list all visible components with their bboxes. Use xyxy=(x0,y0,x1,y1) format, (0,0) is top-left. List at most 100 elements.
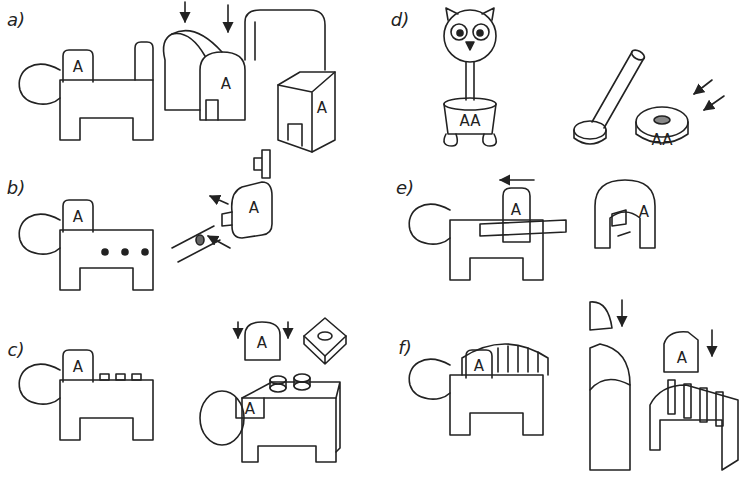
panel-label: d) xyxy=(391,11,409,29)
panel-b-art-stroke xyxy=(208,236,230,248)
panel-a-art-stroke xyxy=(135,42,153,80)
panel-a-art-stroke xyxy=(278,72,335,152)
panel-a-art-stroke xyxy=(19,64,153,140)
panel-label: e) xyxy=(396,179,414,197)
panel-d-art-stroke xyxy=(574,130,606,144)
block-letter: A xyxy=(511,203,521,218)
panel-c-art-stroke xyxy=(19,364,153,440)
panel-f-art-stroke xyxy=(684,384,691,418)
panel-a-art xyxy=(19,2,335,152)
panel-c-art xyxy=(19,318,346,462)
panel-b-art-stroke xyxy=(102,249,108,255)
block-letter: AA xyxy=(460,114,481,129)
panel-e-art-stroke xyxy=(612,210,630,236)
panel-b-art-stroke xyxy=(254,150,270,178)
block-letter: A xyxy=(73,60,83,75)
panel-label: c) xyxy=(8,341,25,359)
panel-d-art-stroke xyxy=(694,80,712,94)
panel-a-art-stroke xyxy=(278,72,335,152)
panel-b-art-stroke xyxy=(222,212,232,226)
panel-f-art-stroke xyxy=(668,380,675,414)
panel-b-art-stroke xyxy=(122,249,128,255)
block-letter: A xyxy=(639,205,649,220)
panel-d-art-stroke xyxy=(451,24,467,40)
panel-f-art-stroke xyxy=(700,388,707,422)
block-letter: A xyxy=(221,77,231,92)
panel-b-art-stroke xyxy=(172,226,220,262)
panel-f-art-stroke xyxy=(664,332,698,372)
panel-e-art xyxy=(409,180,655,280)
panel-d-art-stroke xyxy=(704,96,724,110)
panel-label: a) xyxy=(7,11,25,29)
panel-label: f) xyxy=(398,339,411,357)
panel-a-art-stroke xyxy=(206,100,218,120)
panel-d-art-stroke xyxy=(444,134,496,146)
panel-d-art xyxy=(444,8,724,146)
panel-a-art-stroke xyxy=(245,10,325,70)
panel-c-art-stroke xyxy=(63,350,93,382)
panel-d-art-stroke xyxy=(457,30,463,36)
panel-c-art-stroke xyxy=(270,376,286,384)
panel-c-art-stroke xyxy=(245,322,280,360)
panel-c-art-stroke xyxy=(294,374,310,382)
panel-a-art-stroke xyxy=(227,5,229,32)
panel-a-art-stroke xyxy=(288,124,302,146)
panel-f-art-stroke xyxy=(590,380,630,390)
panel-label: b) xyxy=(7,179,25,197)
panel-a-art-stroke xyxy=(254,22,256,60)
panel-c-art-stroke xyxy=(236,398,264,418)
block-letter: A xyxy=(73,210,83,225)
panel-c-art-stroke xyxy=(242,382,340,452)
panel-c-art-stroke xyxy=(116,374,125,380)
panel-c-art-stroke xyxy=(132,374,141,380)
block-letter: AA xyxy=(652,133,673,148)
panel-f-art-stroke xyxy=(409,359,543,435)
panel-e-art-stroke xyxy=(503,188,530,242)
panel-d-art-stroke xyxy=(592,52,644,128)
panel-e-art-stroke xyxy=(595,180,655,248)
panel-d-art-stroke xyxy=(477,30,483,36)
panel-a-art-stroke xyxy=(172,31,222,52)
panel-c-art-stroke xyxy=(242,398,336,462)
panel-b-art-stroke xyxy=(232,182,272,238)
panel-d-art-stroke xyxy=(630,48,646,62)
panel-d-art-stroke xyxy=(444,104,496,134)
panel-f-art-stroke xyxy=(621,300,623,326)
panel-d-art-stroke xyxy=(466,62,474,100)
panel-f-art-stroke xyxy=(462,344,548,375)
block-letter: A xyxy=(249,201,259,216)
panel-c-art-stroke xyxy=(100,374,109,380)
panel-d-art-stroke xyxy=(574,121,606,139)
panel-a-art-stroke xyxy=(164,33,205,110)
block-letter: A xyxy=(73,360,83,375)
panel-c-art-stroke xyxy=(237,322,239,338)
panel-c-art-stroke xyxy=(294,378,310,386)
panel-e-art-stroke xyxy=(500,179,534,181)
panel-b-art xyxy=(19,150,272,290)
panel-d-art-stroke xyxy=(444,98,496,110)
panel-a-art-stroke xyxy=(63,50,93,82)
panel-a-art-stroke xyxy=(200,52,245,120)
panel-c-art-stroke xyxy=(318,332,332,340)
panel-f-art-stroke xyxy=(650,385,738,470)
block-letter: A xyxy=(677,351,687,366)
panel-b-art-stroke xyxy=(19,214,153,290)
block-letter: A xyxy=(474,359,484,374)
panel-c-art-stroke xyxy=(287,322,289,338)
block-letter: A xyxy=(245,402,255,417)
block-letter: A xyxy=(257,336,267,351)
panel-d-art-stroke xyxy=(654,116,670,124)
panel-d-art-stroke xyxy=(444,10,496,62)
panel-d-art-stroke xyxy=(466,42,474,50)
panel-e-art-stroke xyxy=(480,220,566,236)
panel-f-art-stroke xyxy=(590,344,630,470)
panel-f-art-stroke xyxy=(716,392,723,426)
panel-b-art-stroke xyxy=(63,200,93,232)
panel-f-art-stroke xyxy=(590,302,612,330)
panel-f-art-stroke xyxy=(711,330,713,356)
panel-c-art-stroke xyxy=(270,384,286,392)
panel-a-art-stroke xyxy=(184,2,186,22)
panel-d-art-stroke xyxy=(446,8,494,20)
panel-b-art-stroke xyxy=(142,249,148,255)
